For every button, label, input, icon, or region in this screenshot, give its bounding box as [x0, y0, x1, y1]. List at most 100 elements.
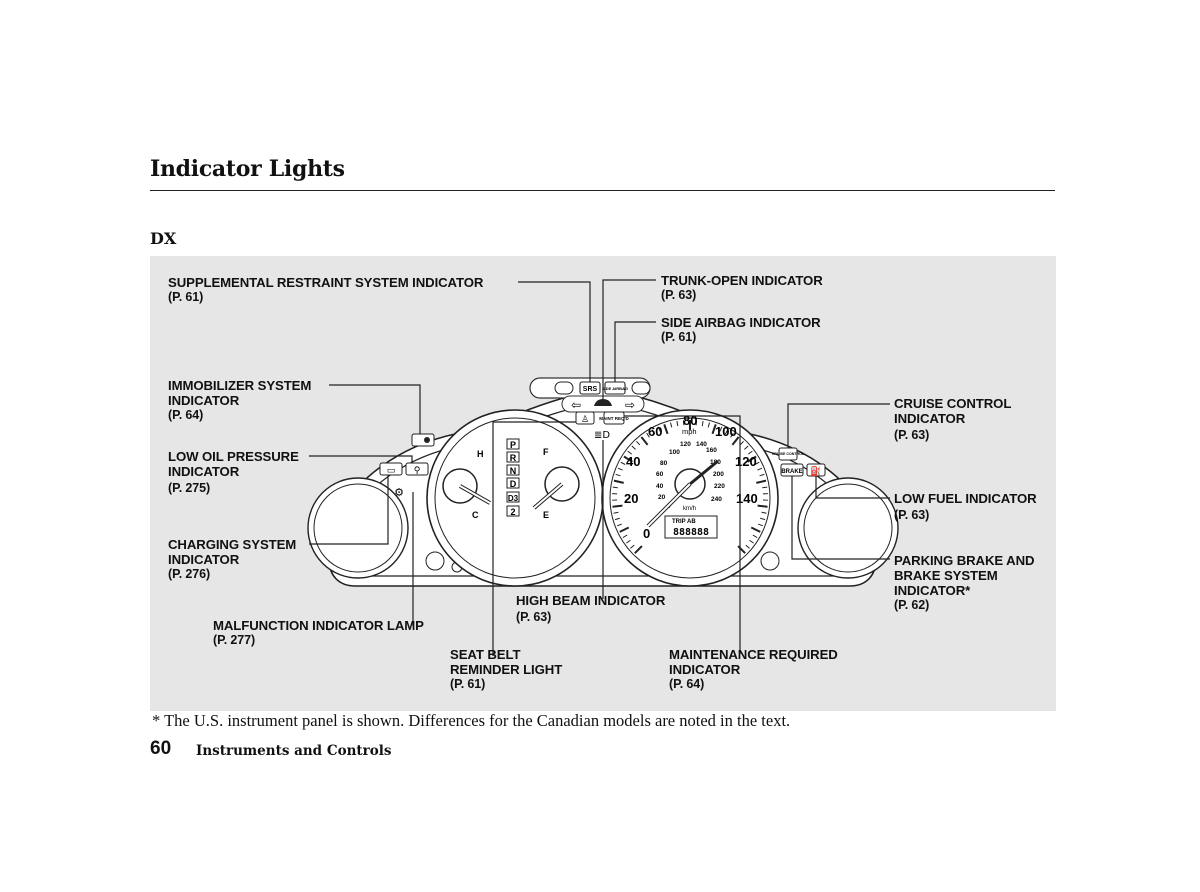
- trunk-open-icon: [594, 399, 612, 406]
- speedometer-ticks: [612, 420, 768, 554]
- mph-60: 60: [648, 424, 662, 439]
- side-airbag-indicator-text: SIDE AIRBAG: [602, 386, 628, 391]
- left-turn-signal-icon: ⇦: [571, 398, 581, 412]
- speed-tick: [730, 432, 734, 438]
- speed-tick: [619, 526, 630, 533]
- right-turn-signal-icon: ⇨: [625, 398, 635, 412]
- speed-tick: [631, 445, 636, 450]
- speed-tick: [719, 426, 723, 432]
- fuel-empty-mark: E: [543, 510, 549, 520]
- mph-140: 140: [736, 491, 758, 506]
- speed-tick: [748, 450, 753, 455]
- svg-text:N: N: [510, 466, 517, 476]
- svg-text:80: 80: [660, 460, 668, 467]
- speed-tick: [627, 450, 632, 455]
- odometer-display: [664, 515, 718, 539]
- speed-tick: [739, 440, 744, 446]
- speed-tick: [757, 504, 768, 508]
- instrument-panel-diagram: SRS SIDE AIRBAG ⇦ ⇨ ▭ ⚲ ⚙ H C: [307, 279, 899, 656]
- speed-tick: [757, 467, 763, 471]
- speed-tick: [749, 539, 754, 544]
- speed-tick: [614, 517, 620, 521]
- speed-tick: [731, 436, 740, 446]
- speed-tick: [646, 432, 650, 438]
- svg-text:D3: D3: [508, 494, 519, 503]
- maintenance-required-label: MAINTENANCE REQUIRED INDICATOR (P. 64): [669, 647, 838, 691]
- speed-tick: [630, 544, 635, 549]
- speed-tick: [756, 479, 767, 484]
- section-name: Instruments and Controls: [196, 743, 392, 759]
- speed-tick: [612, 504, 623, 508]
- low-oil-pressure-label: LOW OIL PRESSURE INDICATOR (P. 275): [168, 449, 299, 495]
- page-number: 60: [150, 738, 172, 759]
- malfunction-engine-icon: ⚙: [394, 486, 404, 499]
- speed-tick: [623, 455, 633, 463]
- high-beam-label: HIGH BEAM INDICATOR (P. 63): [516, 593, 666, 624]
- immobilizer-icon: [411, 433, 435, 447]
- side-airbag-label: SIDE AIRBAG INDICATOR (P. 61): [661, 315, 821, 344]
- right-reset-knob: [760, 551, 780, 571]
- speed-tick: [622, 534, 628, 539]
- maintenance-required-icon: [603, 411, 625, 425]
- title-rule: [150, 190, 1055, 191]
- oil-pressure-icon: [405, 462, 429, 476]
- odometer-value: 888888: [673, 527, 709, 538]
- temp-cold-mark: C: [472, 510, 479, 520]
- speed-tick: [616, 523, 622, 527]
- svg-text:R: R: [510, 453, 517, 463]
- speed-tick: [762, 486, 768, 489]
- svg-text:140: 140: [696, 441, 707, 448]
- speed-tick: [711, 424, 717, 435]
- footnote: * The U.S. instrument panel is shown. Di…: [152, 711, 791, 730]
- speed-tick: [636, 440, 641, 446]
- speed-tick: [613, 479, 624, 484]
- svg-text:♙: ♙: [581, 415, 589, 425]
- speed-tick: [634, 545, 643, 554]
- cruise-control-label: CRUISE CONTROL INDICATOR (P. 63): [894, 396, 1012, 442]
- parking-brake-label: PARKING BRAKE AND BRAKE SYSTEM INDICATOR…: [894, 553, 1035, 612]
- svg-text:MAINT REQ'D: MAINT REQ'D: [599, 416, 629, 421]
- mph-120: 120: [735, 454, 757, 469]
- model-heading: DX: [150, 229, 177, 248]
- speed-tick: [745, 544, 750, 549]
- speed-tick: [640, 436, 649, 446]
- speed-tick: [701, 421, 704, 427]
- svg-text:40: 40: [656, 483, 664, 490]
- immobilizer-label: IMMOBILIZER SYSTEM INDICATOR (P. 64): [168, 378, 312, 422]
- charging-system-label: CHARGING SYSTEM INDICATOR (P. 276): [168, 537, 297, 581]
- speed-tick: [617, 467, 623, 471]
- trunk-open-label: TRUNK-OPEN INDICATOR (P. 63): [661, 273, 823, 302]
- speed-tick: [612, 486, 618, 489]
- speed-tick: [737, 545, 746, 554]
- kmh-unit: km/h: [683, 506, 696, 512]
- speed-tick: [752, 534, 758, 539]
- svg-text:D: D: [510, 479, 517, 489]
- speed-tick: [760, 517, 766, 521]
- seat-belt-icon: [575, 411, 595, 425]
- speed-tick: [750, 526, 761, 533]
- left-reset-knob: [425, 551, 445, 571]
- speed-tick: [744, 445, 749, 450]
- page-title: Indicator Lights: [150, 156, 345, 182]
- mph-unit: mph: [682, 427, 697, 436]
- malfunction-indicator-label: MALFUNCTION INDICATOR LAMP (P. 277): [213, 618, 424, 647]
- speed-tick: [754, 461, 760, 465]
- speed-tick: [758, 523, 764, 527]
- speed-tick: [657, 426, 661, 432]
- speed-tick: [761, 511, 767, 514]
- speed-tick: [724, 429, 729, 435]
- leader-lines: [309, 279, 890, 656]
- speed-tick: [670, 422, 673, 428]
- gear-position-indicator: P R N D D3 2: [506, 438, 520, 517]
- trip-label: TRIP AB: [672, 519, 696, 525]
- svg-text:240: 240: [711, 496, 722, 503]
- charging-system-icon: [379, 462, 403, 476]
- speed-tick: [613, 511, 619, 514]
- svg-text:100: 100: [669, 449, 680, 456]
- mph-0: 0: [643, 526, 650, 541]
- fuel-full-mark: F: [543, 447, 549, 457]
- svg-text:60: 60: [656, 471, 664, 478]
- instrument-panel-figure: SRS SIDE AIRBAG ⇦ ⇨ ▭ ⚲ ⚙ H C: [150, 256, 1056, 711]
- svg-text:200: 200: [713, 471, 724, 478]
- svg-text:160: 160: [706, 447, 717, 454]
